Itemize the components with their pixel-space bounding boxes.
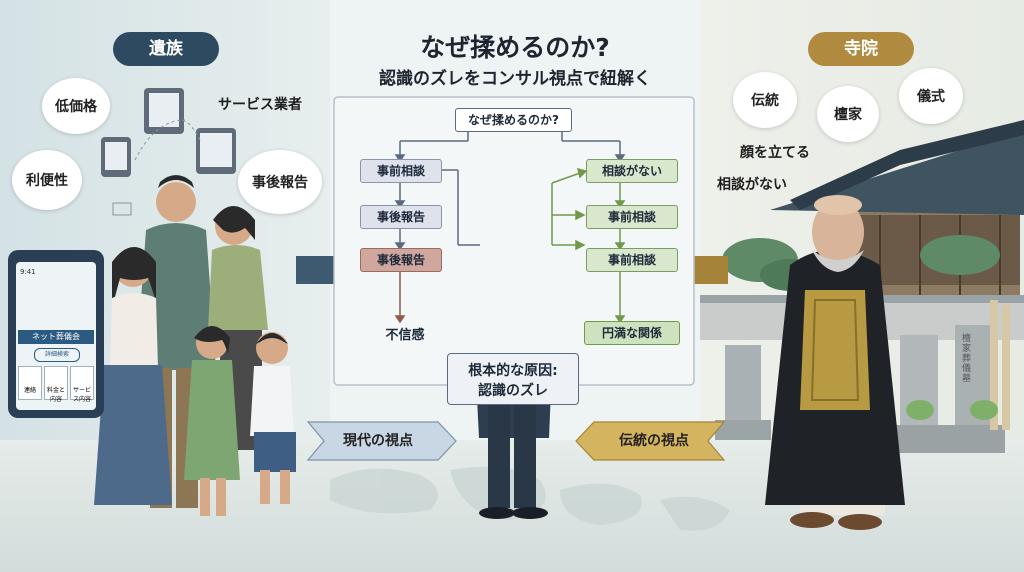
flow-right-result: 円満な関係 bbox=[584, 321, 680, 345]
flow-top-question: なぜ揉めるのか? bbox=[455, 108, 572, 132]
tablet-tile-service[interactable]: サービス内容 bbox=[70, 366, 94, 403]
tablet-tile-pricing[interactable]: 料金と内容 bbox=[44, 366, 68, 403]
modern-view-arrow bbox=[306, 421, 457, 461]
monk-figure bbox=[765, 195, 905, 530]
main-title: なぜ揉めるのか? bbox=[420, 33, 610, 62]
flow-right-step-2: 事前相談 bbox=[586, 205, 678, 229]
gravestones bbox=[715, 300, 1010, 453]
flow-left-step-2: 事後報告 bbox=[360, 205, 442, 229]
temple-illustration bbox=[700, 120, 1024, 340]
flow-left-result: 不信感 bbox=[385, 328, 425, 343]
gravestone-inscription: 檀家葬儀墓 bbox=[962, 334, 972, 384]
floating-devices bbox=[101, 88, 236, 216]
tablet-title: ネット葬儀会 bbox=[18, 330, 94, 344]
flow-right-step-1: 相談がない bbox=[586, 159, 678, 183]
traditional-view-arrow bbox=[575, 421, 726, 461]
tablet-status: 9:41 bbox=[20, 268, 36, 276]
flow-left-step-1: 事前相談 bbox=[360, 159, 442, 183]
family-figures bbox=[94, 175, 296, 516]
root-cause-line-1: 根本的な原因: bbox=[468, 363, 558, 379]
bubble-parishioner: 檀家 bbox=[817, 86, 879, 142]
sub-title: 認識のズレをコンサル視点で紐解く bbox=[379, 69, 651, 89]
flow-left-step-3: 事後報告 bbox=[360, 248, 442, 272]
word-saving-face: 顔を立てる bbox=[740, 145, 810, 161]
label-bereaved-family: 遺族 bbox=[113, 32, 219, 66]
word-no-consultation: 相談がない bbox=[717, 177, 787, 193]
tablet-tile-contact[interactable]: 連絡 bbox=[18, 366, 42, 400]
tag-service-provider: サービス業者 bbox=[218, 97, 302, 113]
bubble-tradition: 伝統 bbox=[733, 72, 797, 128]
tablet-search-button[interactable]: 詳細検索 bbox=[34, 348, 80, 362]
bubble-low-price: 低価格 bbox=[42, 78, 110, 134]
bubble-after-report: 事後報告 bbox=[238, 150, 322, 214]
root-cause-line-2: 認識のズレ bbox=[478, 383, 548, 399]
modern-view-label: 現代の視点 bbox=[343, 433, 413, 449]
bubble-ritual: 儀式 bbox=[899, 68, 963, 124]
traditional-view-label: 伝統の視点 bbox=[619, 433, 689, 449]
label-temple: 寺院 bbox=[808, 32, 914, 66]
bubble-convenience: 利便性 bbox=[12, 150, 82, 210]
flowchart-lines bbox=[333, 96, 695, 386]
root-cause-box: 根本的な原因: 認識のズレ bbox=[447, 353, 579, 405]
flow-right-step-3: 事前相談 bbox=[586, 248, 678, 272]
